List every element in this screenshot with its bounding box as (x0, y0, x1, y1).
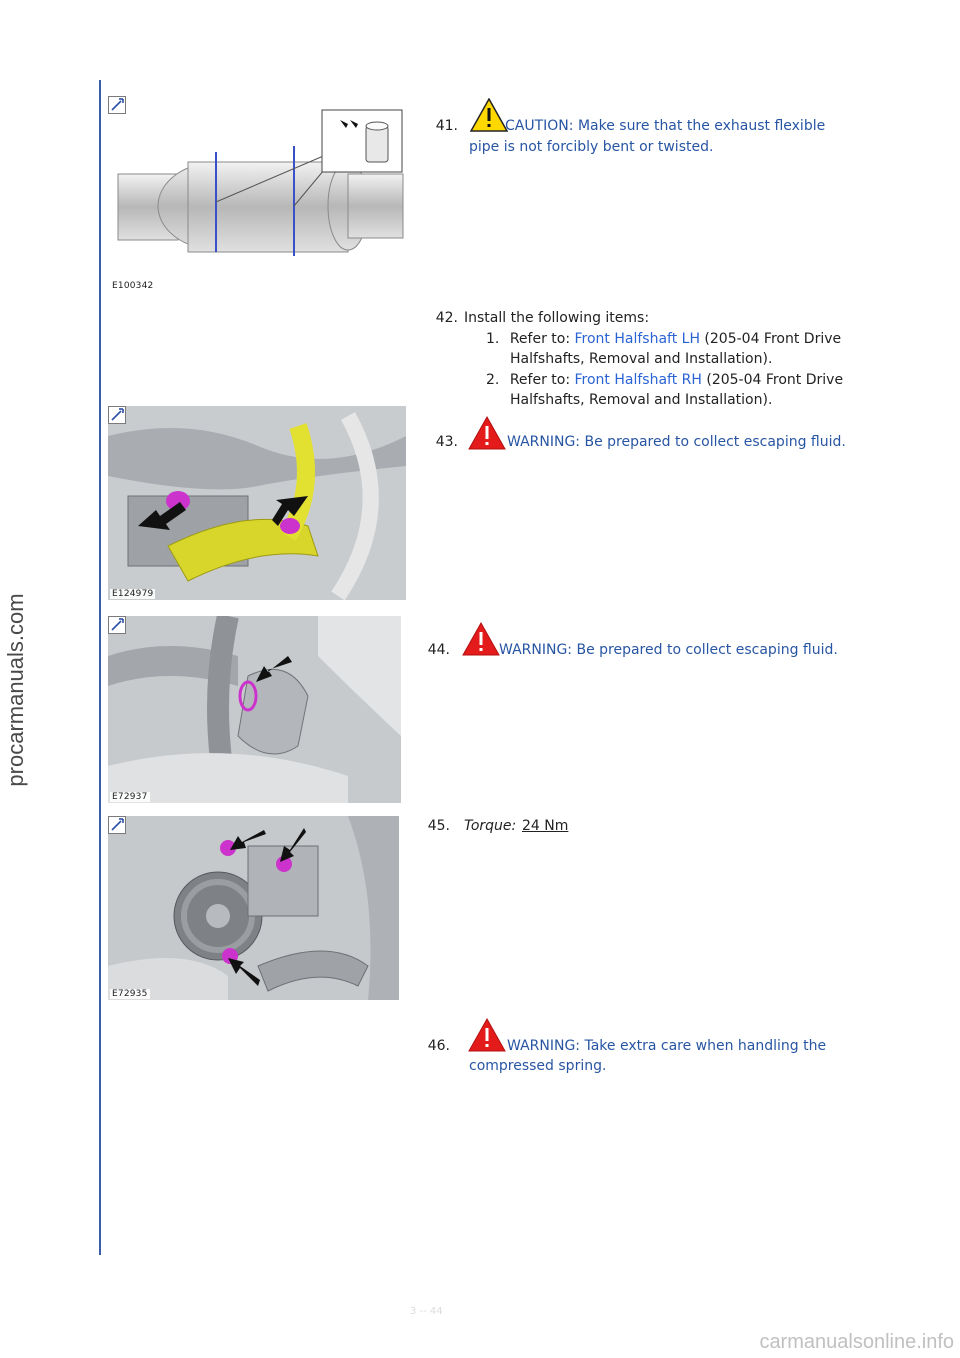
figure-step-44[interactable]: E72937 (108, 616, 401, 803)
item-prefix: Refer to: (509, 372, 575, 388)
install-intro: Install the following items: (464, 310, 650, 326)
item-number: 2. (486, 372, 500, 388)
step-number: 46. (427, 1038, 450, 1054)
engine-hose-illustration (108, 616, 401, 803)
warning-triangle-icon (468, 416, 506, 450)
warning-triangle-icon (468, 1018, 506, 1052)
figure-step-41[interactable]: E100342 (108, 96, 406, 292)
list-item: 2. Refer to: Front Halfshaft RH (205-04 … (486, 370, 871, 390)
warning-text: WARNING: Take extra care when handling t… (507, 1038, 827, 1054)
step-number: 45. (427, 818, 450, 834)
torque-label: Torque: (464, 818, 517, 834)
zoom-icon[interactable] (108, 616, 126, 634)
warning-text: WARNING: Be prepared to collect escaping… (499, 642, 838, 658)
figure-code: E72937 (110, 792, 150, 802)
link-front-halfshaft-rh[interactable]: Front Halfshaft RH (574, 372, 702, 388)
list-item-line2: Halfshafts, Removal and Installation). (510, 351, 773, 367)
step-number: 42. (435, 310, 458, 326)
step-number: 41. (435, 118, 458, 134)
list-item: 1. Refer to: Front Halfshaft LH (205-04 … (486, 329, 871, 349)
torque-value: 24 Nm (522, 818, 569, 834)
warning-triangle-icon (462, 622, 500, 656)
item-prefix: Refer to: (509, 331, 575, 347)
left-margin-rule (99, 80, 101, 1255)
figure-code: E100342 (110, 281, 156, 291)
item-suffix: (205-04 Front Drive (701, 372, 844, 388)
zoom-icon[interactable] (108, 406, 126, 424)
zoom-icon[interactable] (108, 96, 126, 114)
zoom-icon[interactable] (108, 816, 126, 834)
warning-text-continued: compressed spring. (469, 1058, 607, 1074)
figure-step-43[interactable]: E124979 (108, 406, 406, 600)
figure-code: E124979 (110, 589, 156, 599)
power-steering-pump-illustration (108, 816, 399, 1000)
exhaust-pipe-illustration (117, 109, 404, 256)
engine-bay-illustration (108, 406, 406, 600)
list-item-line2: Halfshafts, Removal and Installation). (510, 392, 773, 408)
item-suffix: (205-04 Front Drive (699, 331, 842, 347)
footer-watermark: carmanualsonline.info (759, 1331, 954, 1353)
caution-text-continued: pipe is not forcibly bent or twisted. (469, 139, 714, 155)
link-front-halfshaft-lh[interactable]: Front Halfshaft LH (574, 331, 700, 347)
caution-text: CAUTION: Make sure that the exhaust flex… (505, 118, 826, 134)
step-number: 44. (427, 642, 450, 658)
warning-text: WARNING: Be prepared to collect escaping… (507, 434, 846, 450)
figure-code: E72935 (110, 989, 150, 999)
side-watermark: procarmanuals.com (3, 593, 28, 787)
figure-step-45[interactable]: E72935 (108, 816, 399, 1000)
caution-triangle-icon (470, 98, 508, 132)
step-number: 43. (435, 434, 458, 450)
item-number: 1. (486, 331, 500, 347)
footer-page-number: 3 -- 44 (410, 1306, 443, 1317)
